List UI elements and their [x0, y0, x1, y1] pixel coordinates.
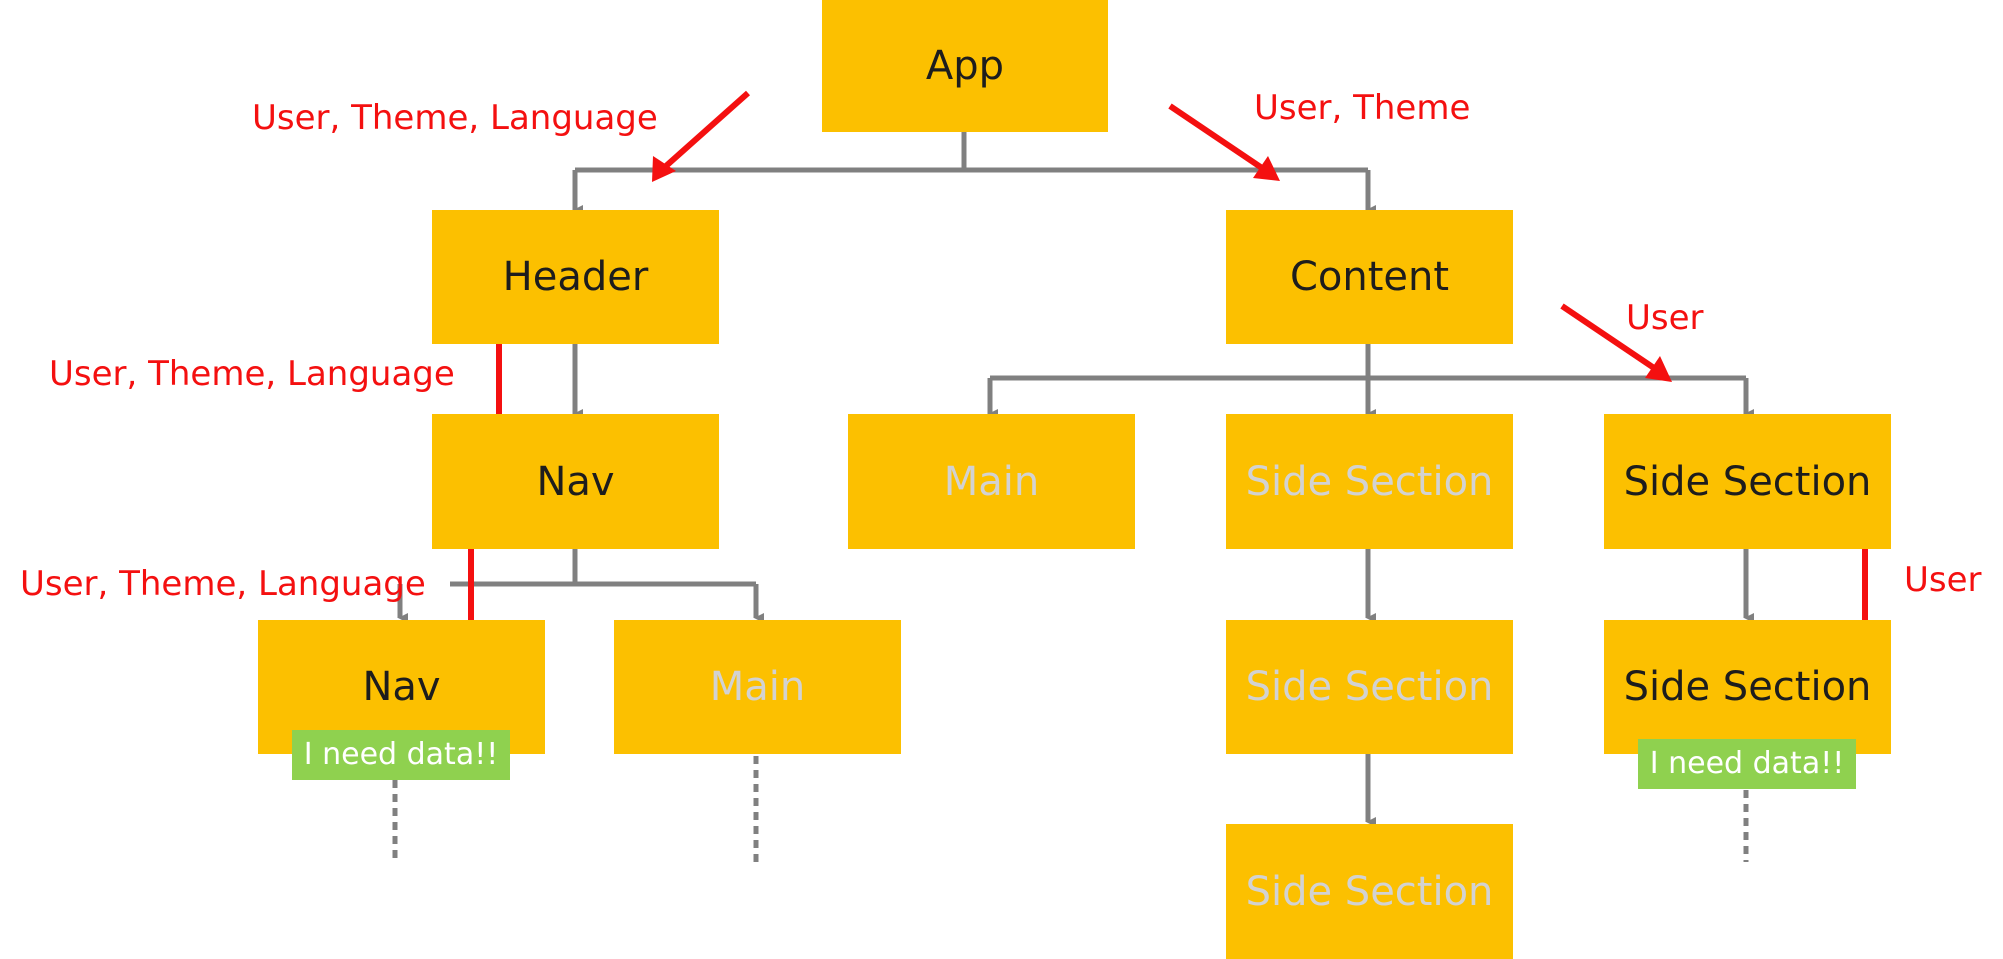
data-flow-label-side-section-to-side-section: User	[1904, 560, 1982, 600]
badge-need-data-side-section: I need data!!	[1638, 739, 1856, 789]
node-main-level2: Main	[848, 414, 1135, 549]
node-side-section-middle-2: Side Section	[1226, 620, 1513, 754]
node-app: App	[822, 0, 1108, 132]
data-flow-label-app-to-content: User, Theme	[1254, 88, 1471, 128]
node-side-section-right-2: Side Section	[1604, 620, 1891, 754]
connector-nav-to-children	[450, 549, 756, 587]
connector-content-to-children	[990, 344, 1746, 381]
data-arrow-content-to-side	[1560, 303, 1656, 371]
data-flow-label-header-to-nav: User, Theme, Language	[49, 354, 455, 394]
node-side-section-right-1: Side Section	[1604, 414, 1891, 549]
data-arrow-app-to-content	[1168, 103, 1264, 171]
node-header: Header	[432, 210, 719, 344]
data-flow-label-app-to-header: User, Theme, Language	[252, 98, 658, 138]
data-arrow-app-to-header	[664, 90, 750, 169]
node-side-section-middle-3: Side Section	[1226, 824, 1513, 959]
node-main-level3: Main	[614, 620, 901, 754]
node-side-section-middle-1: Side Section	[1226, 414, 1513, 549]
node-nav-level2: Nav	[432, 414, 719, 549]
connector-app-to-children	[575, 132, 1368, 173]
badge-need-data-nav: I need data!!	[292, 730, 510, 780]
data-flow-label-content-to-side-section: User	[1626, 298, 1704, 338]
node-content: Content	[1226, 210, 1513, 344]
data-flow-label-nav-to-nav: User, Theme, Language	[20, 564, 426, 604]
